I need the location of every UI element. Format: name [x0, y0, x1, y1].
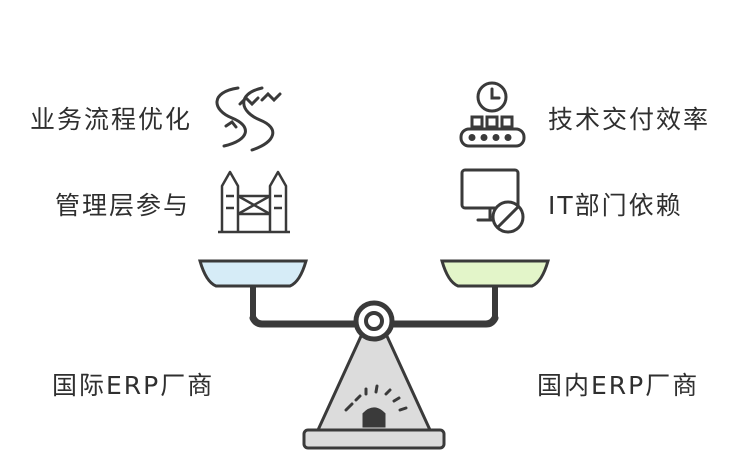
river-flow-icon: [217, 88, 280, 150]
left-pan: [200, 261, 306, 318]
left-pan-fill: [200, 261, 306, 286]
right-pan: [442, 261, 548, 318]
pivot-inner: [366, 313, 382, 329]
monitor-blocked-icon: [462, 170, 523, 232]
right-pan-fill: [442, 261, 548, 286]
castle-bridge-icon: [218, 172, 290, 232]
balance-base: [304, 430, 444, 448]
clock-conveyor-icon: [461, 83, 524, 146]
